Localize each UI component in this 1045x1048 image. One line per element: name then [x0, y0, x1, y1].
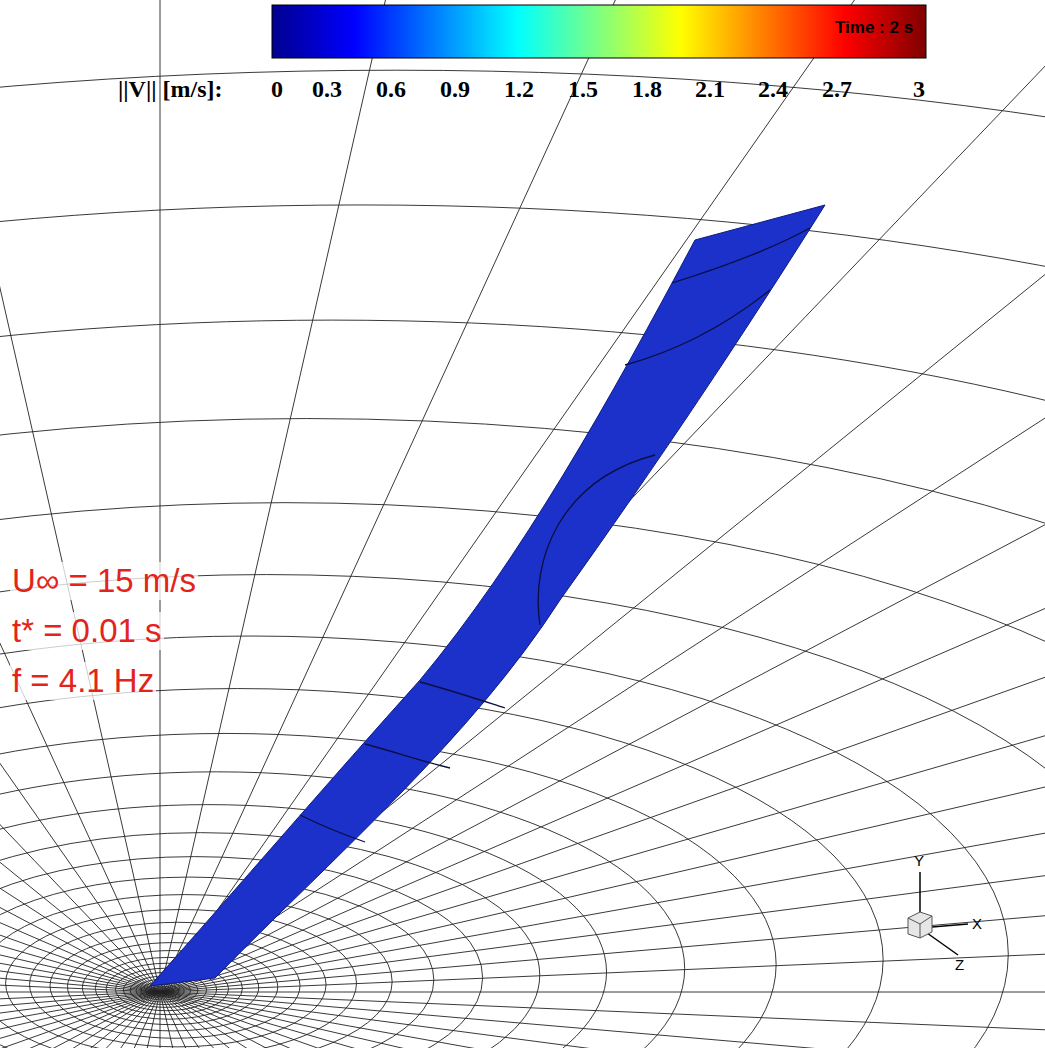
contour-lines: [300, 228, 810, 842]
mesh-line: [0, 992, 160, 1048]
mesh-line: [160, 992, 745, 1048]
tick-value: 0.3: [312, 76, 342, 103]
tick-value: 1.5: [568, 76, 598, 103]
mesh-line: [0, 992, 160, 1048]
mesh-line: [0, 992, 160, 1048]
mesh-line: [0, 0, 160, 992]
tick-value: 0: [271, 76, 283, 103]
mesh-line: [160, 992, 1045, 1048]
mesh-line: [0, 615, 160, 992]
axis-label: X: [972, 915, 982, 932]
mesh-line: [160, 992, 1045, 1048]
mesh-line: [0, 205, 1045, 1048]
legend-title: ||V|| [m/s]:: [118, 76, 222, 103]
mesh-line: [0, 0, 160, 992]
axis-label: Z: [955, 956, 964, 973]
mesh-line: [160, 0, 161, 992]
mesh-line: [160, 992, 161, 1048]
mesh-line: [160, 992, 1045, 1048]
mesh-line: [0, 992, 160, 1048]
tick-value: 3: [913, 76, 925, 103]
mesh-line: [0, 992, 160, 1048]
axis-label: Y: [914, 852, 924, 869]
mesh-line: [160, 992, 1045, 1048]
mesh-line: [0, 992, 160, 993]
mesh-line: [160, 992, 1045, 993]
mesh-line: [0, 992, 160, 1048]
mesh-line: [0, 738, 160, 992]
mesh-line: [0, 992, 160, 1048]
mesh-line: [0, 0, 160, 992]
mesh-line: [160, 615, 1045, 992]
time-stamp: Time : 2 s: [835, 18, 913, 38]
mesh-line: [0, 0, 160, 992]
mesh-line: [160, 992, 1045, 1048]
mesh-line: [0, 992, 160, 1048]
parameter-note: f = 4.1 Hz: [10, 662, 156, 700]
mesh-line: [0, 865, 160, 992]
mesh-line: [160, 495, 1045, 992]
tick-value: 2.1: [695, 76, 725, 103]
tick-value: 1.8: [632, 76, 662, 103]
mesh-line: [0, 992, 160, 1048]
mesh-line: [0, 0, 160, 992]
mesh-line: [0, 320, 1045, 1048]
tick-value: 2.4: [758, 76, 788, 103]
mesh-line: [0, 0, 160, 992]
mesh-line: [0, 379, 160, 992]
mesh-line: [160, 992, 1045, 1048]
axis-triad: [908, 872, 968, 955]
tick-value: 0.6: [376, 76, 406, 103]
parameter-note: U∞ = 15 m/s: [10, 562, 198, 600]
mesh-line: [160, 992, 1045, 1048]
mesh-line: [160, 992, 1031, 1048]
mesh-line: [0, 73, 160, 992]
parameter-note: t* = 0.01 s: [10, 612, 164, 650]
mesh-line: [160, 992, 454, 1048]
tick-value: 1.2: [504, 76, 534, 103]
tick-value: 2.7: [822, 76, 852, 103]
mesh-line: [0, 70, 1045, 1048]
mesh-line: [0, 0, 160, 992]
mesh-line: [160, 0, 745, 992]
tick-value: 0.9: [440, 76, 470, 103]
flexible-plate: [150, 205, 825, 986]
colorbar: [272, 5, 926, 58]
